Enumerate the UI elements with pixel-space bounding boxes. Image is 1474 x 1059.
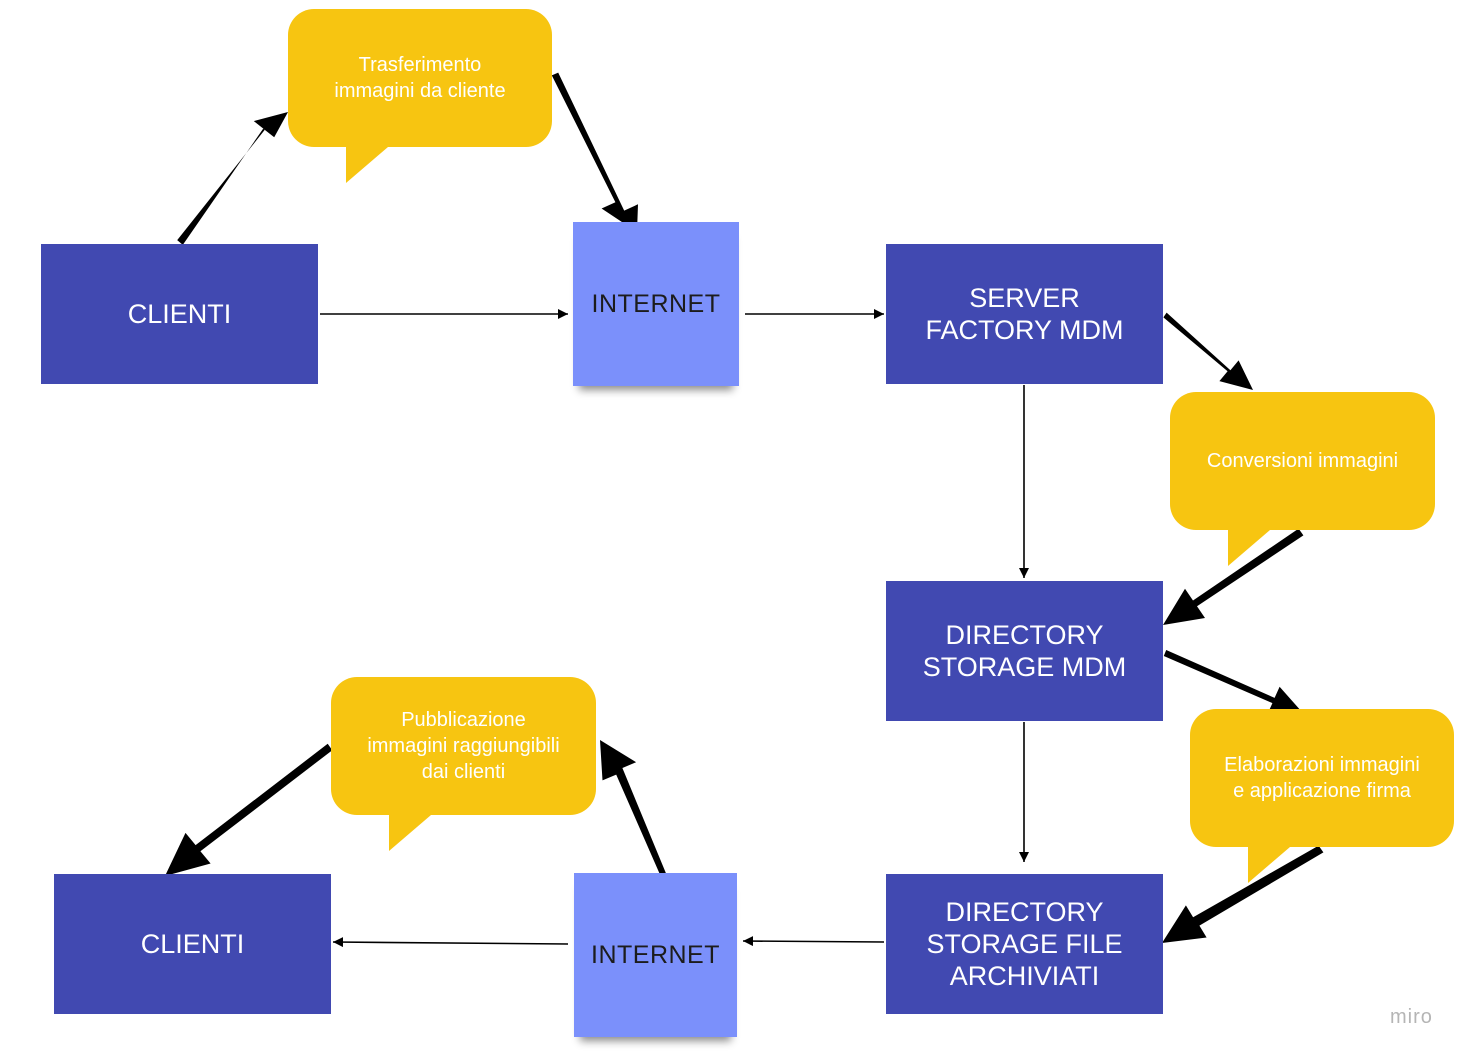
- node-clienti-bottom[interactable]: CLIENTI: [54, 874, 331, 1014]
- arrow-archiviati-to-internet: [742, 936, 885, 947]
- thick-arrow-trasferimento-to-internet: [551, 72, 638, 232]
- callout-pubblicazione-tail: [389, 815, 431, 851]
- callout-conversioni[interactable]: Conversioni immagini: [1170, 392, 1435, 566]
- arrow-internet-to-clienti: [332, 937, 569, 948]
- thick-arrow-elaborazioni-to-archiviati: [1162, 845, 1324, 943]
- thick-arrow-storage-to-elaborazioni: [1163, 650, 1302, 715]
- callout-trasferimento-text: Trasferimento immagini da cliente: [288, 9, 552, 147]
- node-server-factory-mdm[interactable]: SERVER FACTORY MDM: [886, 244, 1163, 384]
- node-internet-top[interactable]: INTERNET: [573, 222, 739, 386]
- thick-arrow-pubblicazione-to-clienti: [165, 743, 333, 876]
- callout-conversioni-tail: [1228, 530, 1270, 566]
- callout-elaborazioni-tail: [1248, 847, 1290, 883]
- callout-pubblicazione[interactable]: Pubblicazione immagini raggiungibili dai…: [331, 677, 596, 851]
- thick-arrow-server-to-conversioni: [1163, 312, 1253, 390]
- callout-elaborazioni[interactable]: Elaborazioni immagini e applicazione fir…: [1190, 709, 1454, 883]
- thick-arrow-clienti-to-trasferimento: [177, 112, 288, 245]
- callout-conversioni-text: Conversioni immagini: [1170, 392, 1435, 530]
- callout-elaborazioni-text: Elaborazioni immagini e applicazione fir…: [1190, 709, 1454, 847]
- node-directory-storage-archiviati[interactable]: DIRECTORY STORAGE FILE ARCHIVIATI: [886, 874, 1163, 1014]
- thick-arrow-internet-to-pubblicazione: [600, 740, 669, 883]
- callout-pubblicazione-text: Pubblicazione immagini raggiungibili dai…: [331, 677, 596, 815]
- node-directory-storage-mdm[interactable]: DIRECTORY STORAGE MDM: [886, 581, 1163, 721]
- callout-trasferimento-tail: [346, 147, 388, 183]
- miro-watermark: miro: [1390, 1006, 1433, 1028]
- callout-trasferimento[interactable]: Trasferimento immagini da cliente: [288, 9, 552, 183]
- node-internet-bottom[interactable]: INTERNET: [574, 873, 737, 1037]
- node-clienti-top[interactable]: CLIENTI: [41, 244, 318, 384]
